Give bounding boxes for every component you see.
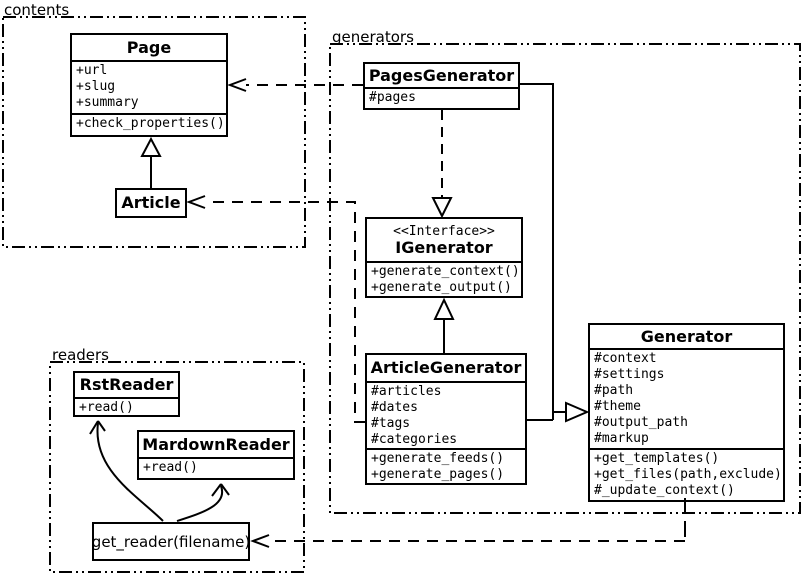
dependency-arrow-articlegenerator-to-article	[186, 195, 365, 423]
class-page: Page +url +slug +summary +check_properti…	[70, 33, 228, 137]
method: +generate_context()	[371, 264, 520, 279]
class-page-attributes: +url +slug +summary	[72, 60, 226, 113]
class-generator-attributes: #context #settings #path #theme #output_…	[590, 348, 783, 448]
attribute: #settings	[594, 367, 665, 382]
attribute: +slug	[76, 79, 116, 94]
class-pagesgenerator: PagesGenerator #pages	[363, 62, 520, 110]
class-articlegenerator-attributes: #articles #dates #tags #categories	[367, 381, 525, 448]
dependency-arrow-pagesgenerator-to-page	[227, 78, 363, 92]
class-mardownreader: MardownReader +read()	[137, 430, 295, 480]
method: +generate_pages()	[371, 467, 505, 482]
function-box-get-reader-label: get_reader(filename)	[91, 532, 251, 551]
realization-arrow-pagesgenerator-to-igenerator	[431, 110, 453, 219]
method: +get_templates()	[594, 451, 720, 466]
inheritance-arrow-generators-to-generator	[520, 83, 590, 423]
inheritance-arrow-article-to-page	[140, 136, 162, 188]
package-label-contents: contents	[4, 1, 70, 19]
class-article: Article	[115, 188, 187, 218]
class-articlegenerator: ArticleGenerator #articles #dates #tags …	[365, 353, 527, 485]
class-generator-title: Generator	[640, 326, 733, 346]
package-label-readers: readers	[52, 346, 109, 364]
method: +check_properties()	[76, 116, 225, 131]
dependency-arrow-generator-to-getreader	[250, 498, 686, 548]
class-igenerator-stereotype: <<Interface>>	[393, 223, 495, 239]
attribute: #dates	[371, 400, 418, 415]
attribute: +summary	[76, 95, 139, 110]
class-pagesgenerator-attributes: #pages	[365, 87, 518, 108]
method: +read()	[143, 460, 198, 475]
class-generator: Generator #context #settings #path #them…	[588, 323, 785, 502]
class-igenerator-methods: +generate_context() +generate_output()	[367, 261, 521, 296]
reference-arrow-getreader-to-mardownreader	[176, 483, 230, 522]
method: +get_files(path,exclude)	[594, 467, 782, 482]
class-mardownreader-methods: +read()	[139, 457, 293, 478]
package-label-generators: generators	[332, 28, 414, 46]
class-igenerator: <<Interface>> IGenerator +generate_conte…	[365, 217, 523, 298]
attribute: #categories	[371, 432, 458, 447]
class-articlegenerator-title: ArticleGenerator	[370, 358, 522, 377]
class-mardownreader-title: MardownReader	[142, 434, 290, 454]
attribute: #tags	[371, 416, 411, 431]
attribute: #context	[594, 351, 657, 366]
class-generator-methods: +get_templates() +get_files(path,exclude…	[590, 448, 783, 500]
method: #_update_context()	[594, 483, 735, 498]
attribute: #markup	[594, 431, 649, 446]
inheritance-arrow-articlegenerator-to-igenerator	[433, 297, 455, 353]
attribute: #theme	[594, 399, 641, 414]
attribute: #pages	[369, 90, 416, 105]
attribute: #path	[594, 383, 634, 398]
method: +generate_output()	[371, 280, 512, 295]
class-article-title: Article	[121, 193, 181, 212]
class-igenerator-name: IGenerator	[395, 237, 493, 257]
class-igenerator-title: <<Interface>> IGenerator	[367, 219, 521, 261]
class-rstreader-title: RstReader	[79, 375, 174, 394]
attribute: #articles	[371, 384, 442, 399]
attribute: #output_path	[594, 415, 688, 430]
class-rstreader: RstReader +read()	[73, 371, 180, 417]
attribute: +url	[76, 63, 108, 78]
method: +generate_feeds()	[371, 451, 505, 466]
class-pagesgenerator-title: PagesGenerator	[368, 65, 515, 85]
class-articlegenerator-methods: +generate_feeds() +generate_pages()	[367, 448, 525, 483]
function-box-get-reader: get_reader(filename)	[92, 522, 250, 561]
method: +read()	[79, 400, 134, 415]
class-page-methods: +check_properties()	[72, 113, 226, 135]
class-page-title: Page	[126, 37, 172, 57]
class-rstreader-methods: +read()	[75, 397, 178, 415]
